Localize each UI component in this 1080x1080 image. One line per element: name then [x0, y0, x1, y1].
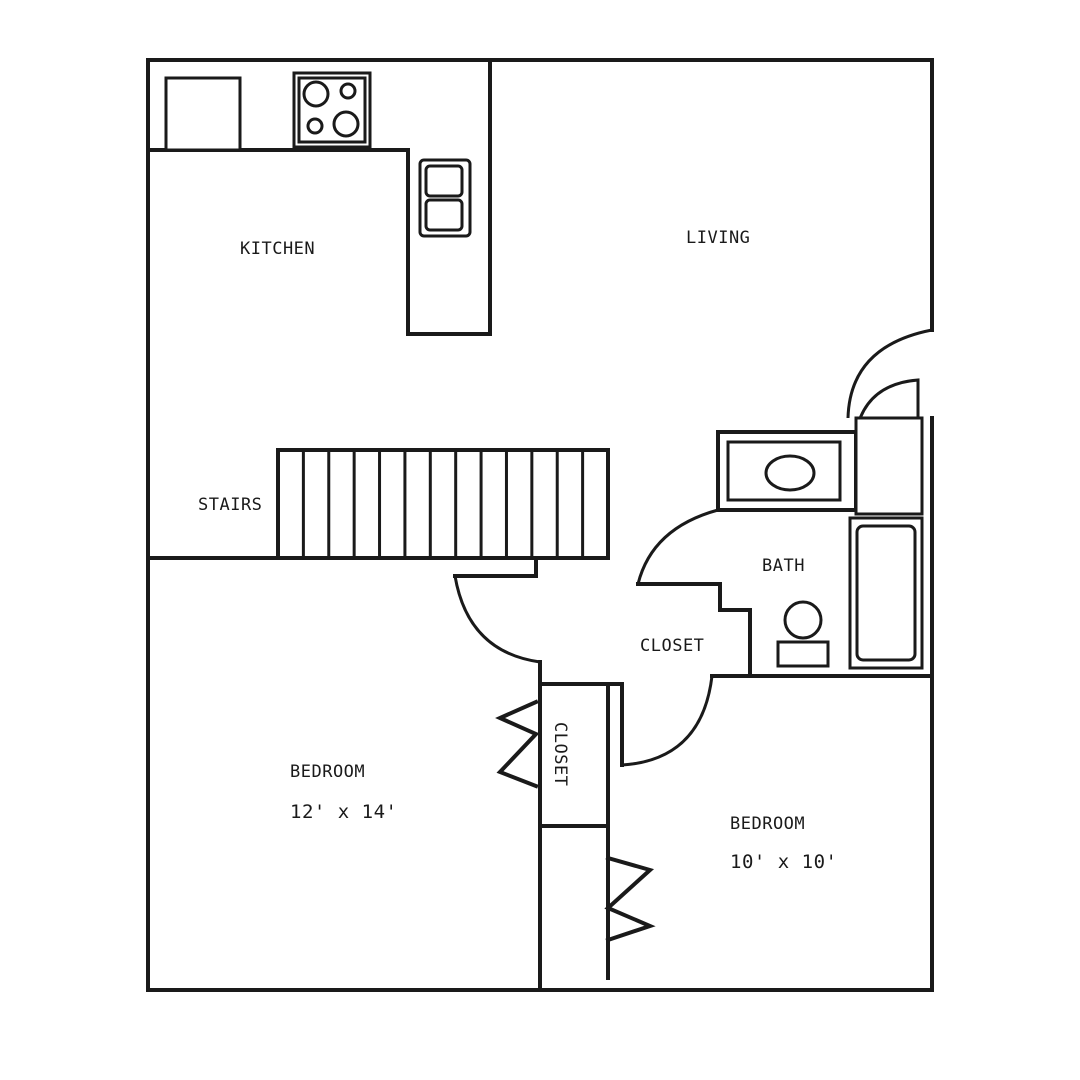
room-label-stairs: STAIRS [198, 495, 262, 515]
refrigerator [164, 76, 242, 152]
bathtub [848, 516, 924, 670]
room-label-kitchen: KITCHEN [240, 239, 315, 259]
stairs [146, 448, 610, 560]
exterior-walls [146, 58, 934, 992]
room-size-bedroom-main: 12' x 14' [290, 801, 397, 823]
closet-door-bedroom-main [495, 699, 540, 789]
room-label-bedroom-main: BEDROOM [290, 762, 365, 782]
room-label-living: LIVING [686, 228, 750, 248]
room-label-bedroom-closet: CLOSET [550, 722, 570, 786]
room-label-hall-closet: CLOSET [640, 636, 704, 656]
closet-door-bedroom-second [604, 855, 656, 943]
room-size-bedroom-second: 10' x 10' [730, 851, 837, 873]
kitchen-sink [418, 158, 472, 238]
bath-linen-closet [854, 416, 924, 516]
stove [292, 71, 372, 149]
room-label-bath: BATH [762, 556, 805, 576]
kitchen-counter [146, 58, 492, 336]
interior-walls [453, 430, 934, 992]
bath-vanity [726, 440, 842, 502]
toilet [776, 600, 830, 668]
room-label-bedroom-second: BEDROOM [730, 814, 805, 834]
